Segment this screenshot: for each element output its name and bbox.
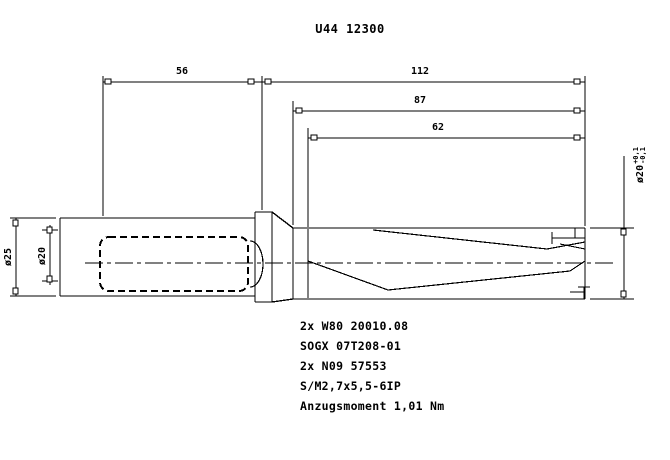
dimension-arrowheads bbox=[12, 78, 627, 298]
dim-overall-length: 112 bbox=[410, 66, 430, 77]
dim-tip-tolerance-lower: -0,1 bbox=[639, 147, 647, 164]
dim-inner-diameter: ø20 bbox=[36, 246, 48, 266]
notes-block: 2x W80 20010.08 SOGX 07T208-01 2x N09 57… bbox=[300, 316, 444, 416]
dim-tip-diameter-group: ø20 +0,1 -0,1 bbox=[632, 130, 648, 200]
hidden-bore-outline bbox=[99, 236, 249, 292]
dim-shank-length: 56 bbox=[175, 66, 189, 77]
dim-tip-tolerance: +0,1 -0,1 bbox=[632, 147, 647, 164]
dim-flute-length: 62 bbox=[431, 122, 445, 133]
note-screw-spec: S/M2,7x5,5-6IP bbox=[300, 379, 402, 393]
note-screw-part: 2x N09 57553 bbox=[300, 359, 387, 373]
drawing-title: U44 12300 bbox=[315, 22, 385, 36]
note-torque: Anzugsmoment 1,01 Nm bbox=[300, 399, 445, 413]
note-insert-2: SOGX 07T208-01 bbox=[300, 339, 402, 353]
shank-outline bbox=[59, 211, 590, 303]
note-insert-1: 2x W80 20010.08 bbox=[300, 319, 409, 333]
bore-end-arc bbox=[249, 240, 264, 288]
dim-outer-diameter: ø25 bbox=[2, 247, 14, 267]
dim-body-length: 87 bbox=[413, 95, 427, 106]
dimension-lines bbox=[15, 81, 625, 299]
dim-tip-diameter: ø20 bbox=[634, 164, 646, 183]
